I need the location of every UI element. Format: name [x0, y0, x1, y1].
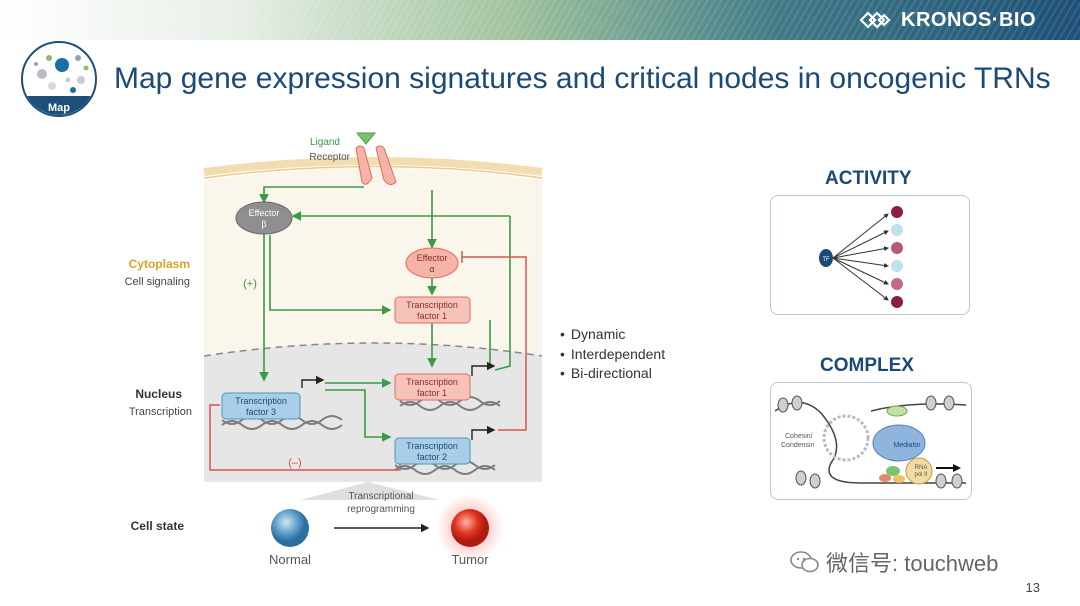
effector-alpha-l2: α: [429, 264, 434, 274]
tf1-nuc-l2: factor 1: [417, 388, 447, 398]
map-badge-icon: Map: [21, 41, 97, 117]
reprog-l1: Transcriptional: [348, 491, 413, 502]
receptor-label: Receptor: [309, 152, 350, 163]
tf3-box: [221, 392, 301, 420]
activity-graph: TF: [819, 206, 903, 308]
wechat-icon: [790, 551, 819, 573]
watermark: 微信号: touchweb: [790, 546, 998, 578]
tf-node-label: TF: [822, 257, 830, 263]
tf1-nucleus: [394, 373, 471, 401]
transcription-label: Transcription: [129, 406, 192, 418]
target-node: [891, 242, 903, 254]
complex-graph: Cohesin/ Condensin Mediator RNA pol II: [774, 395, 967, 489]
target-node: [891, 206, 903, 218]
tumor-label: Tumor: [451, 552, 489, 567]
effector-alpha-l1: Effector: [417, 253, 448, 263]
tumor-cell: [451, 509, 489, 547]
property-list: Dynamic Interdependent Bi-directional: [560, 326, 665, 385]
target-node: [891, 260, 903, 272]
badge-label: Map: [48, 102, 70, 114]
dna-strands: [221, 396, 501, 475]
effector-beta-l2: β: [261, 219, 266, 229]
cytoplasm-label: Cytoplasm: [129, 257, 190, 271]
receptor-right: [375, 145, 397, 186]
tf1-cyto-l2: factor 1: [417, 311, 447, 321]
rna-l2: pol II: [914, 472, 927, 478]
normal-label: Normal: [269, 552, 311, 567]
mediator-label: Mediator: [893, 442, 921, 449]
tf2-box: [394, 437, 471, 465]
signaling-diagram: Ligand Receptor Effector β Effector α (–…: [125, 132, 543, 567]
minus-label: (–): [288, 457, 301, 469]
plus-label: (+): [243, 278, 257, 290]
effector-beta-l1: Effector: [249, 208, 280, 218]
tf1-cytoplasm: [394, 296, 471, 324]
ligand-shape: [355, 132, 377, 145]
tf3-l2: factor 3: [246, 407, 276, 417]
cell-state-label: Cell state: [131, 519, 185, 533]
brand-name: KRONOS·BIO: [901, 8, 1036, 31]
tf2-l1: Transcription: [406, 441, 458, 451]
complex-panel: Cohesin/ Condensin Mediator RNA pol II: [770, 382, 972, 500]
bullet-item: Interdependent: [560, 346, 665, 366]
activity-panel: TF: [770, 195, 970, 315]
page-number: 13: [1025, 580, 1040, 595]
bullet-item: Bi-directional: [560, 365, 665, 385]
tf1-nuc-l1: Transcription: [406, 377, 458, 387]
nucleus-label: Nucleus: [135, 387, 182, 401]
ligand-label: Ligand: [310, 137, 340, 148]
target-node: [891, 296, 903, 308]
tf3-l1: Transcription: [235, 396, 287, 406]
page-title: Map gene expression signatures and criti…: [114, 62, 1051, 95]
header-bar: [0, 0, 1080, 40]
kronos-logo-icon: [859, 11, 891, 29]
watermark-text: 微信号: touchweb: [826, 551, 999, 576]
normal-cell: [271, 509, 309, 547]
tf2-l2: factor 2: [417, 452, 447, 462]
bullet-item: Dynamic: [560, 326, 665, 346]
cohesin-l1: Cohesin/: [785, 433, 813, 440]
receptor-left: [355, 145, 373, 185]
complex-title: COMPLEX: [820, 355, 914, 376]
effector-beta: [235, 201, 293, 235]
rna-l1: RNA: [915, 465, 928, 471]
tf-node: [819, 249, 833, 267]
reprog-l2: reprogramming: [347, 504, 415, 515]
tf1-cyto-l1: Transcription: [406, 300, 458, 310]
effector-alpha: [405, 247, 459, 279]
cohesin-l2: Condensin: [781, 442, 815, 449]
brand-logo: KRONOS·BIO: [859, 6, 1036, 34]
target-node: [891, 224, 903, 236]
cell-signaling-label: Cell signaling: [125, 276, 190, 288]
target-node: [891, 278, 903, 290]
activity-title: ACTIVITY: [825, 168, 912, 189]
